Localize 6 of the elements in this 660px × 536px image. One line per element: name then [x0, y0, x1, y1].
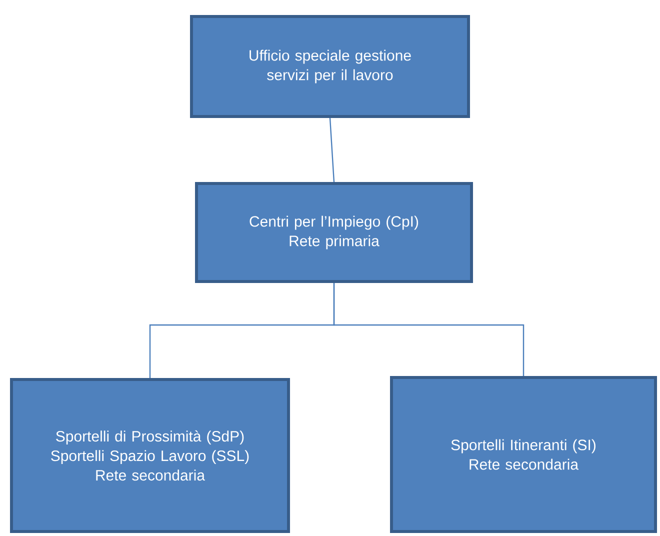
org-box: Sportelli Itineranti (SI) Rete secondaria	[390, 376, 657, 533]
org-box: Centri per l’Impiego (CpI) Rete primaria	[195, 182, 473, 283]
connector-line	[333, 283, 524, 376]
org-box: Sportelli di Prossimità (SdP) Sportelli Spazio Lavoro (SSL) Rete secondaria	[10, 378, 290, 533]
org-box: Ufficio speciale gestione servizi per il lavoro	[190, 15, 470, 118]
connector-line	[329, 118, 335, 182]
